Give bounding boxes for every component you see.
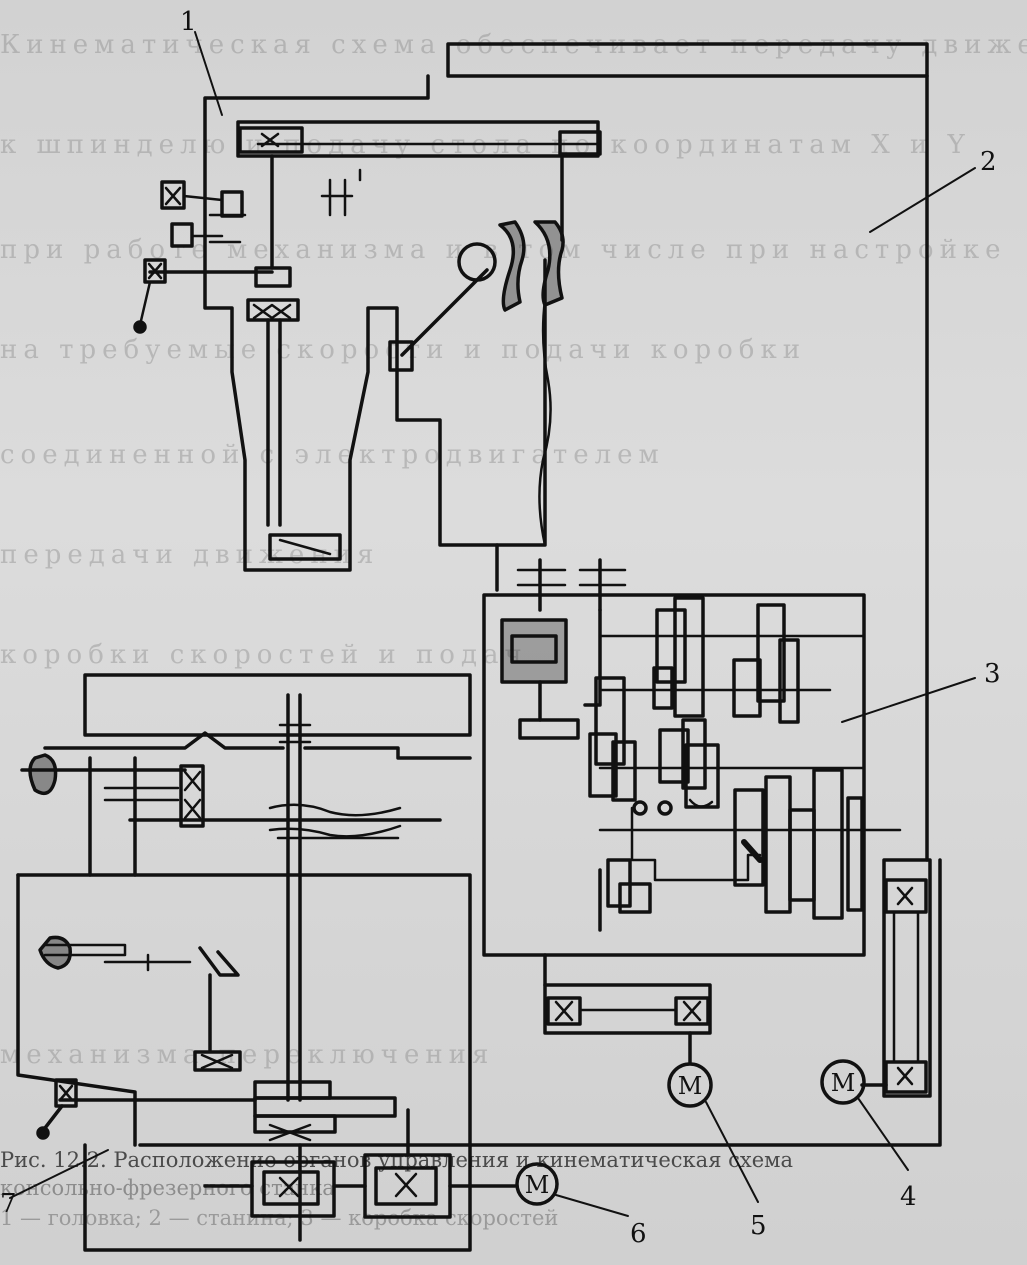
background-text-line: соединенной с электродвигателем	[0, 440, 665, 470]
background-text-line: при работе механизма и в том числе при н…	[0, 235, 1007, 265]
label-6: 6	[630, 1219, 647, 1249]
feed-drive-belt	[543, 953, 712, 1064]
background-text-line: на требуемые скорости и подачи коробки	[0, 335, 807, 365]
figure-caption-legend: 1 — головка; 2 — станина; 3 — коробка ск…	[0, 1206, 559, 1230]
knee-table-assembly	[16, 673, 517, 1252]
background-text-line: механизма переключения	[0, 1040, 495, 1070]
label-3: 3	[984, 659, 1001, 689]
spindle-head	[133, 120, 602, 561]
motor-6: M	[515, 1162, 559, 1206]
label-1: 1	[180, 7, 197, 37]
motor-5: M	[667, 1062, 713, 1108]
label-5: 5	[750, 1211, 767, 1241]
main-motor-belt-drive	[860, 858, 932, 1098]
background-text-line: коробки скоростей и подач	[0, 640, 528, 670]
motor-5-symbol: M	[678, 1072, 703, 1100]
motor-4: M	[820, 1059, 866, 1105]
motor-4-symbol: M	[831, 1069, 856, 1097]
motor-6-symbol: M	[525, 1171, 550, 1199]
label-2: 2	[980, 147, 997, 177]
background-text-line: передачи движения	[0, 540, 380, 570]
callout-labels	[9, 31, 976, 1217]
label-7: 7	[0, 1189, 17, 1219]
speed-gearbox	[482, 558, 902, 957]
label-4: 4	[900, 1182, 917, 1212]
